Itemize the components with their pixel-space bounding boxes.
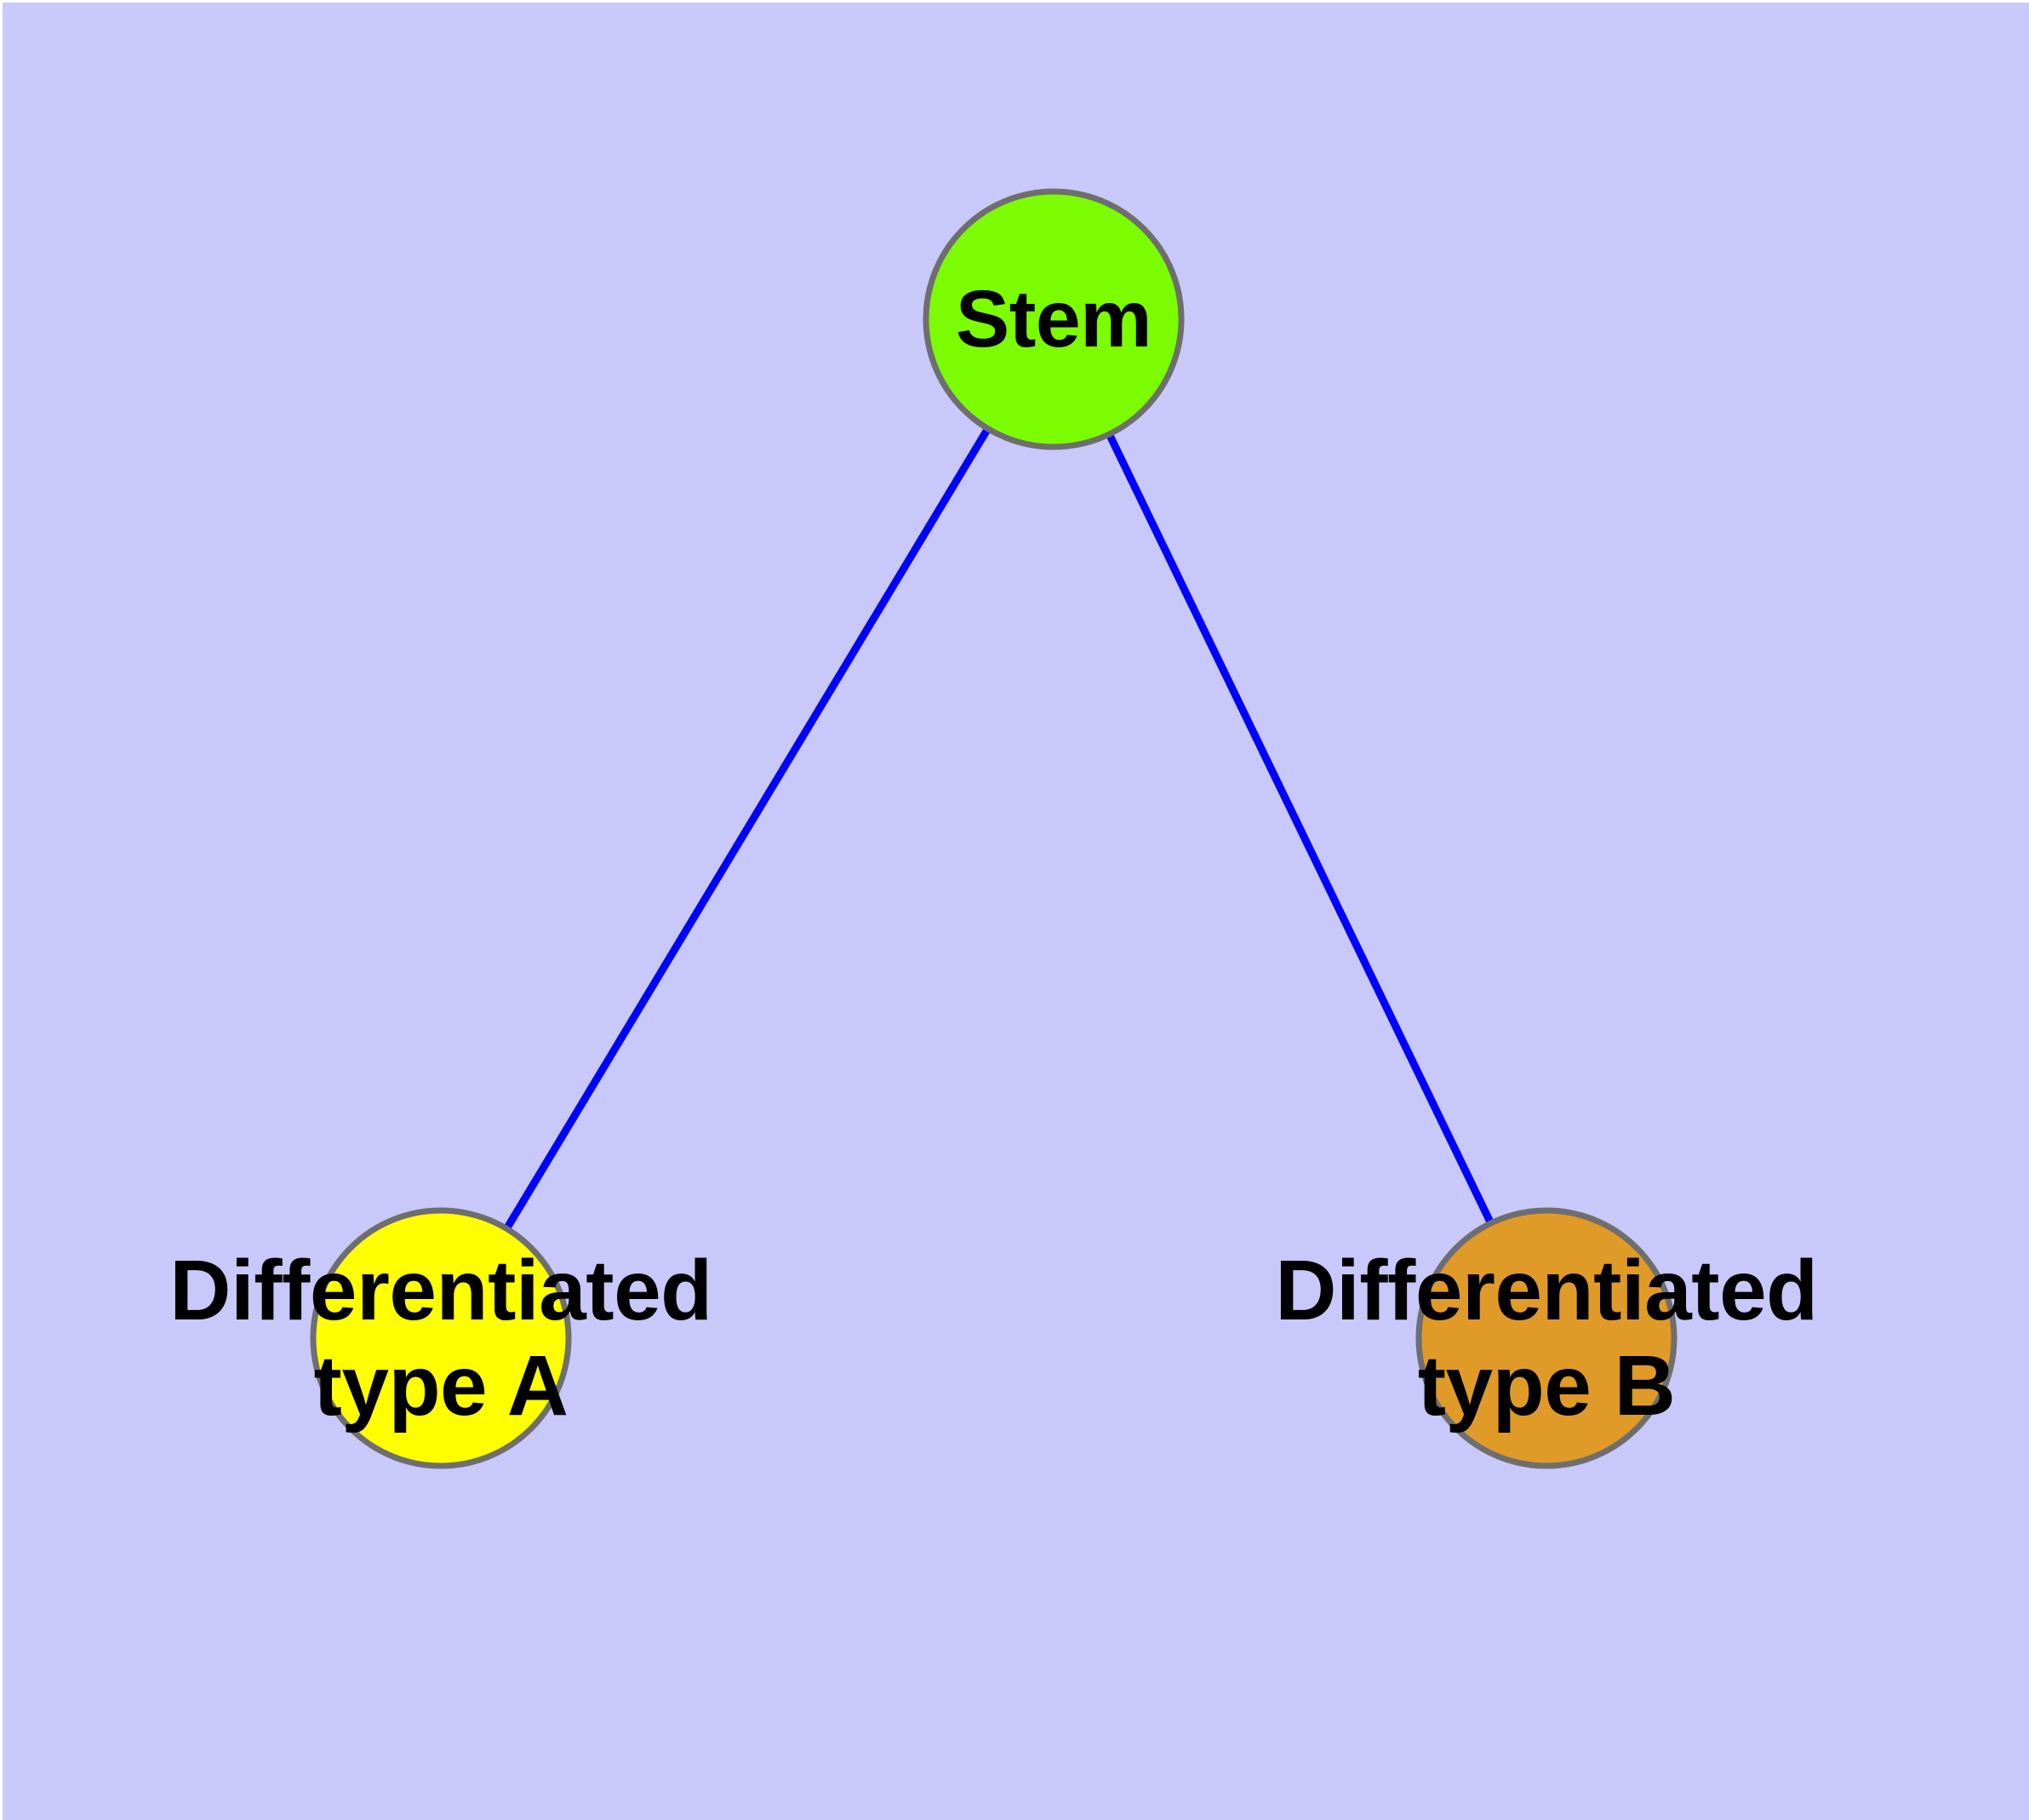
node-layer [310, 188, 1677, 1469]
node-differentiated-type-b[interactable] [1415, 1207, 1677, 1469]
edge-stem-to-differentiated-type-b [1049, 318, 1551, 1340]
node-stem[interactable] [923, 188, 1185, 450]
edge-stem-to-differentiated-type-a [437, 317, 1057, 1341]
edge-layer [437, 317, 1551, 1341]
node-differentiated-type-a[interactable] [310, 1207, 572, 1469]
